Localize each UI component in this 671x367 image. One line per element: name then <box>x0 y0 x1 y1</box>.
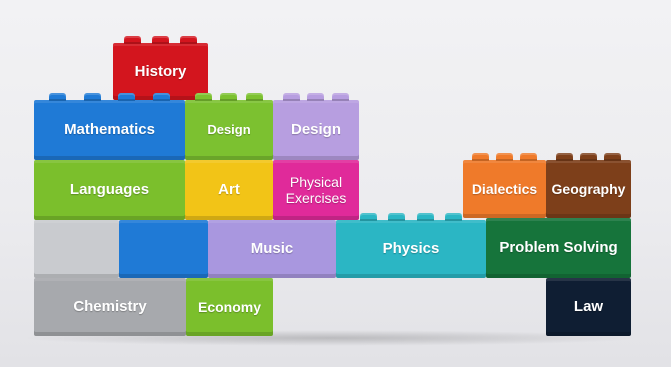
brick-art: Art <box>185 160 273 220</box>
stud <box>153 93 171 101</box>
brick-languages: Languages <box>34 160 185 220</box>
stud <box>495 153 513 161</box>
brick-design-green: Design <box>185 93 273 160</box>
brick-dialectics: Dialectics <box>463 153 546 218</box>
stud <box>220 93 238 101</box>
brick-geography: Geography <box>546 153 631 218</box>
brick-studs <box>336 213 486 221</box>
brick-law: Law <box>546 278 631 336</box>
brick-label-chemistry: Chemistry <box>73 298 147 316</box>
stud <box>245 93 263 101</box>
brick-music: Music <box>208 220 336 278</box>
brick-label-music: Music <box>250 240 294 258</box>
brick-studs <box>273 93 359 101</box>
brick-economy: Economy <box>186 278 273 336</box>
stud <box>388 213 406 221</box>
brick-label-mathematics: Mathematics <box>64 121 155 139</box>
stud <box>307 93 325 101</box>
stud <box>48 93 66 101</box>
stud <box>151 36 169 44</box>
stud <box>555 153 573 161</box>
stud <box>118 93 136 101</box>
brick-label-history: History <box>134 62 187 80</box>
stud <box>359 213 377 221</box>
brick-plain-blue <box>119 220 208 278</box>
stud <box>579 153 597 161</box>
brick-studs <box>34 93 185 101</box>
brick-physics: Physics <box>336 213 486 278</box>
stud <box>416 213 434 221</box>
brick-label-problem-solving: Problem Solving <box>499 239 618 257</box>
stud <box>332 93 350 101</box>
brick-studs <box>546 153 631 161</box>
brick-mathematics: Mathematics <box>34 93 185 160</box>
stud <box>519 153 537 161</box>
brick-label-economy: Economy <box>197 298 261 315</box>
brick-label-design: Design <box>290 121 341 139</box>
brick-chemistry: Chemistry <box>34 278 186 336</box>
brick-studs <box>113 36 208 44</box>
brick-plain-grey <box>34 220 119 278</box>
brick-studs <box>185 93 273 101</box>
stud <box>83 93 101 101</box>
brick-label-art: Art <box>218 181 240 199</box>
brick-label-physics: Physics <box>382 240 440 258</box>
brick-history: History <box>113 36 208 100</box>
brick-label-law: Law <box>573 298 604 316</box>
stud <box>282 93 300 101</box>
brick-label-design: Design <box>207 121 251 137</box>
brick-problem-solving: Problem Solving <box>486 218 631 278</box>
brick-label-dialectics: Dialectics <box>471 180 538 197</box>
stud <box>472 153 490 161</box>
stud <box>124 36 142 44</box>
brick-physical-exercises: Physical Exercises <box>273 160 359 220</box>
stud <box>195 93 213 101</box>
brick-label-geography: Geography <box>551 180 626 197</box>
brick-design-lilac: Design <box>273 93 359 160</box>
brick-studs <box>463 153 546 161</box>
stud <box>445 213 463 221</box>
stud <box>604 153 622 161</box>
brick-label-languages: Languages <box>69 181 150 199</box>
brick-label-physical-exercises: Physical Exercises <box>285 173 347 206</box>
stud <box>179 36 197 44</box>
